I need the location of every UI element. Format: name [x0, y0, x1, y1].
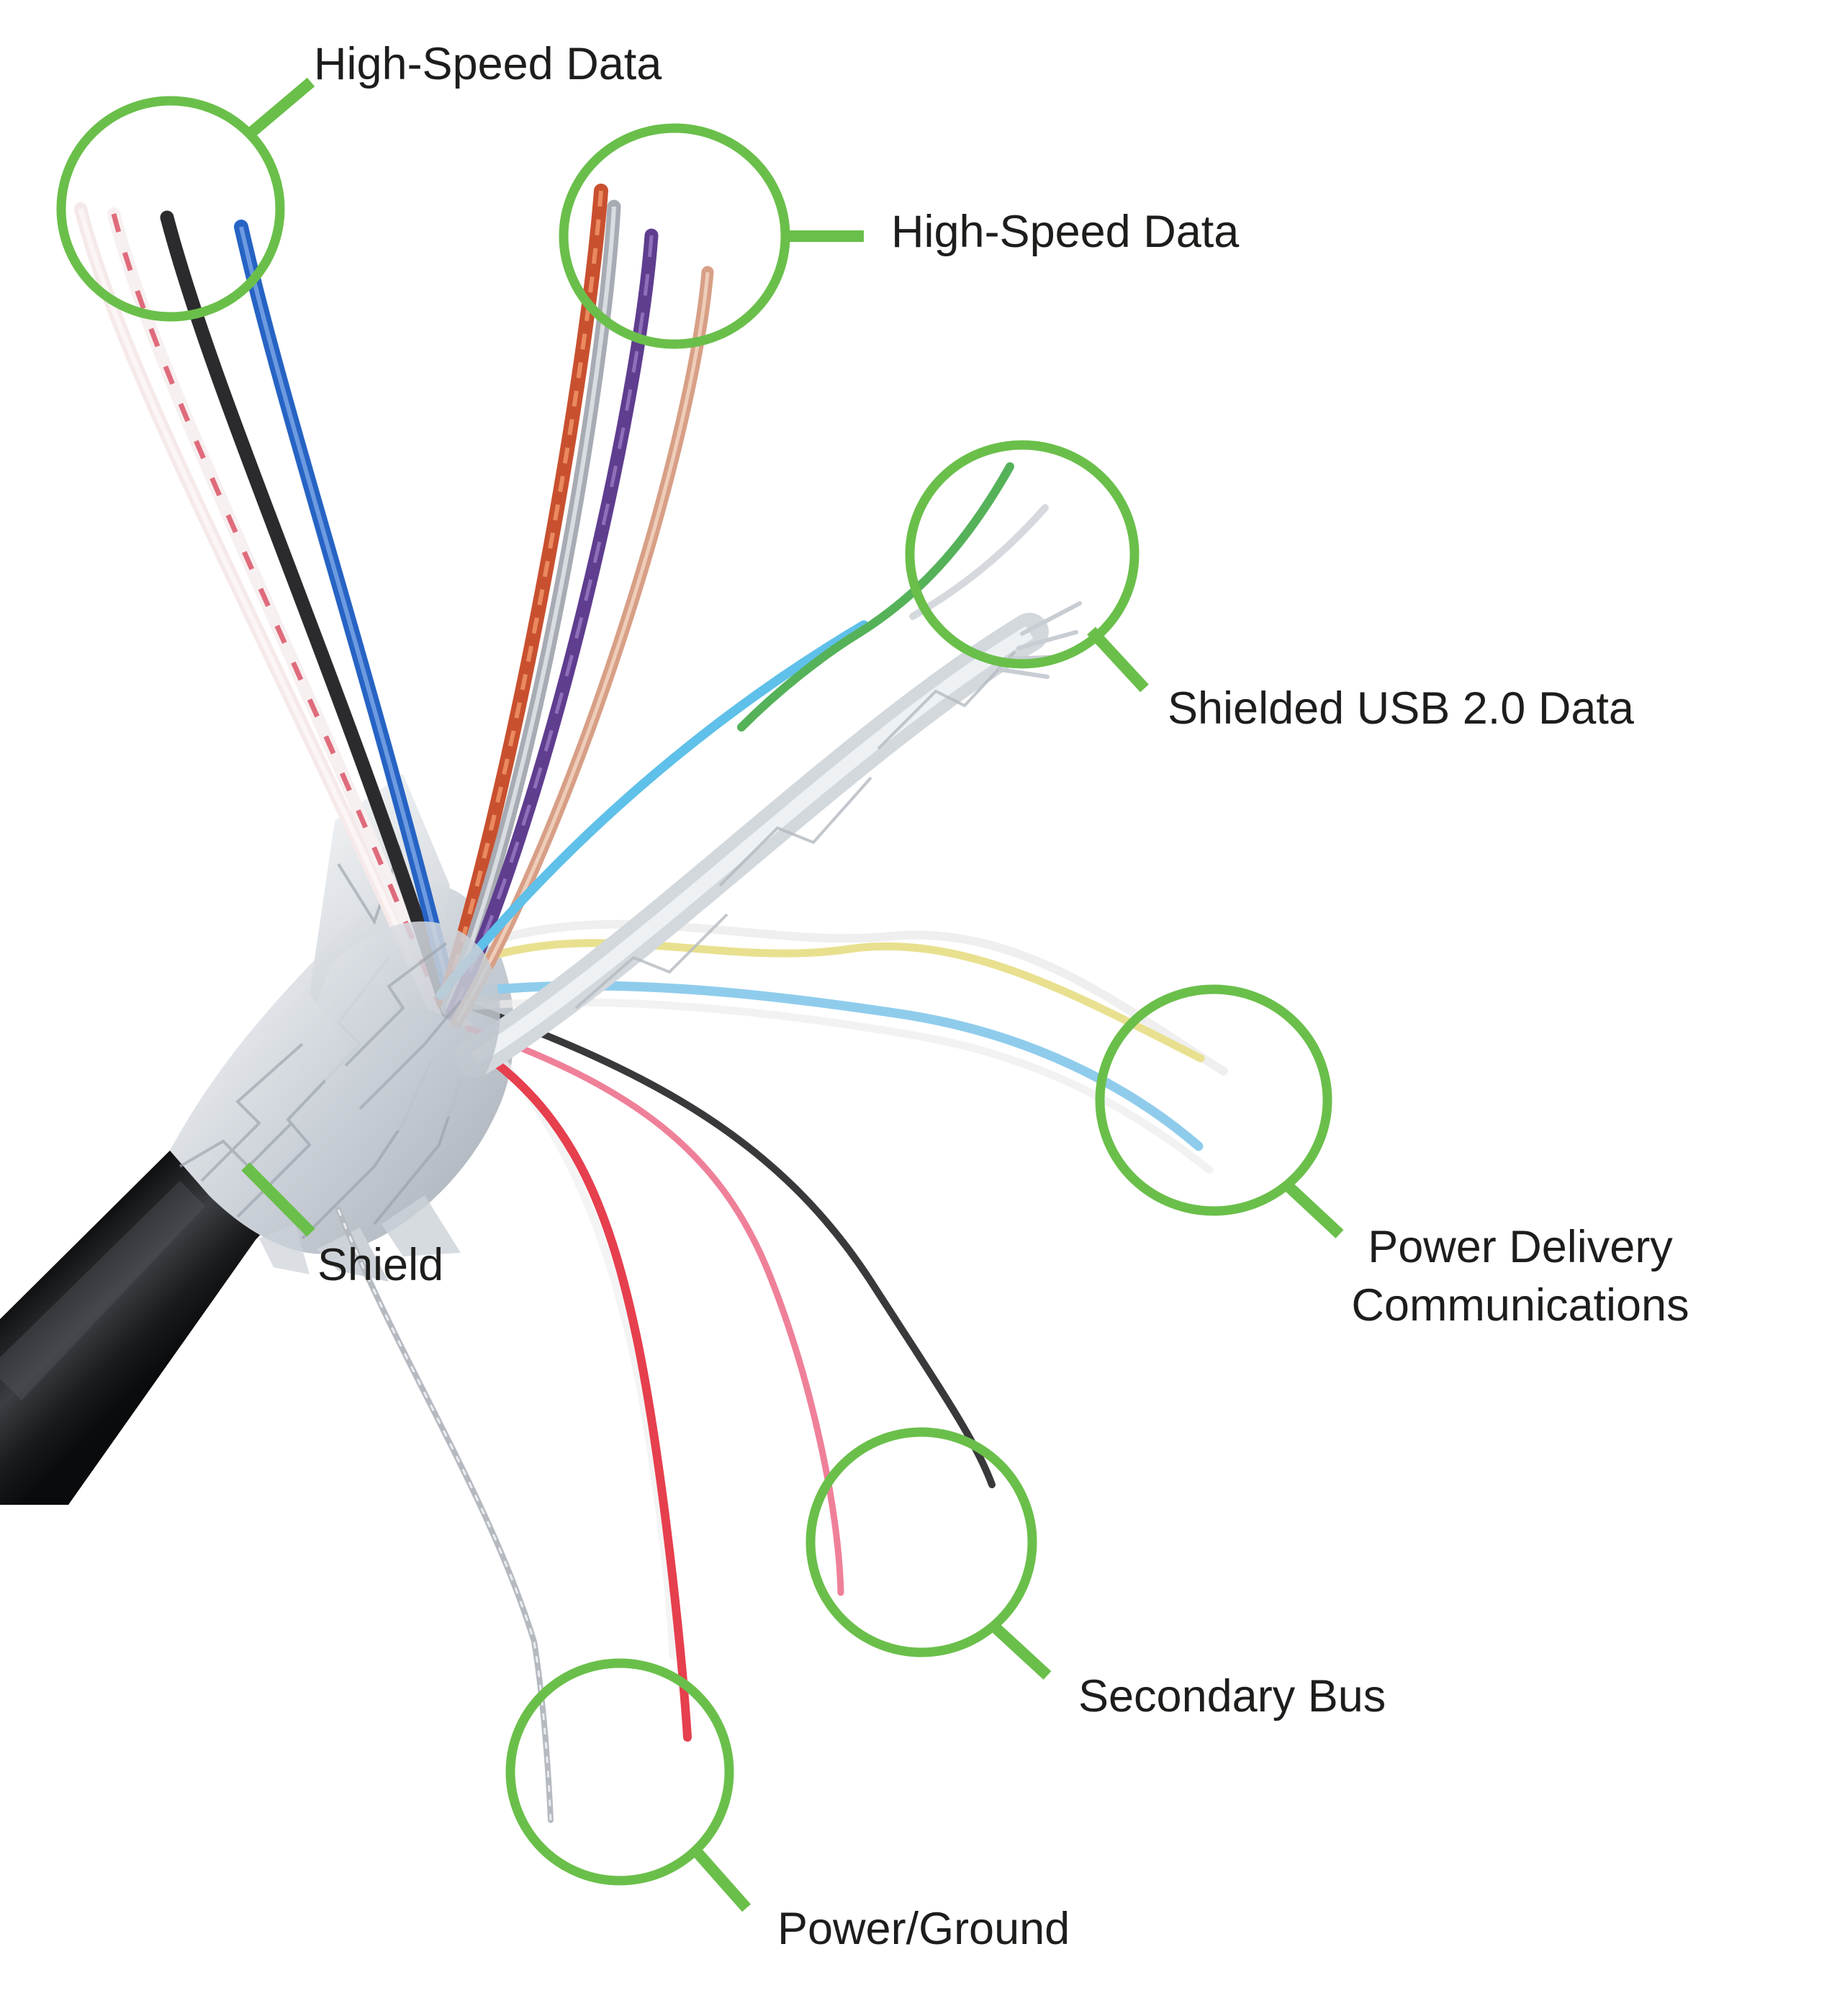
label-power-delivery-line2: Communications	[1351, 1280, 1689, 1331]
annotation-labels: High-Speed Data High-Speed Data Shielded…	[314, 39, 1689, 1954]
circle-power-delivery	[1095, 984, 1332, 1216]
label-shielded-usb2: Shielded USB 2.0 Data	[1168, 683, 1635, 734]
leader-shield	[241, 1162, 315, 1237]
circle-power-ground	[505, 1658, 734, 1886]
pale-white-pair-highlight	[78, 208, 435, 1006]
circle-high-speed-data-1	[56, 96, 285, 322]
silver-gray-highlight	[446, 206, 616, 1009]
foil-fray-strands	[998, 601, 1082, 679]
label-secondary-bus: Secondary Bus	[1078, 1671, 1386, 1722]
faint-white-right-wire-2	[464, 998, 1214, 1174]
yellow-pd-wire	[456, 939, 1205, 1063]
black-secondary-wire	[468, 1003, 996, 1488]
pink-secondary-wire	[464, 1025, 844, 1596]
cable-photo	[0, 184, 1228, 1823]
label-shield: Shield	[317, 1240, 443, 1290]
cyan-usb2-wire	[436, 620, 869, 1000]
circle-shielded-usb2	[905, 440, 1140, 669]
leader-high-speed-data-1	[246, 77, 315, 138]
black-pair-wire	[160, 210, 455, 1019]
copper-highlight	[455, 271, 710, 1022]
red-power-wire	[467, 1041, 692, 1742]
cable-jacket-sheen	[0, 1181, 205, 1400]
label-power-delivery-line1: Power Delivery	[1368, 1222, 1673, 1272]
label-high-speed-data-1: High-Speed Data	[314, 39, 662, 89]
leader-secondary-bus	[989, 1621, 1052, 1680]
label-high-speed-data-2: High-Speed Data	[891, 207, 1240, 257]
foil-usb2-tube-sheen	[471, 626, 1034, 1065]
label-power-ground: Power/Ground	[777, 1904, 1070, 1954]
green-usb2-wire	[737, 462, 1014, 732]
annotations	[56, 77, 1344, 1912]
leader-power-delivery	[1283, 1181, 1344, 1238]
silver-usb2-wire	[909, 504, 1049, 620]
foil-overlay-bundle	[315, 921, 500, 1131]
foil-tube-crinkles	[574, 650, 1016, 1009]
blue-pair-highlight	[239, 226, 457, 1014]
circle-secondary-bus	[806, 1427, 1037, 1657]
orange-red-texture	[442, 190, 603, 1003]
braided-drain-texture	[337, 1209, 552, 1821]
faint-white-right-wire-1	[460, 919, 1228, 1076]
leader-power-ground	[692, 1848, 751, 1912]
foil-overlay-crinkles	[344, 942, 462, 1110]
purple-texture	[450, 235, 654, 1015]
leader-shielded-usb2	[1087, 626, 1149, 693]
red-stripe-overlay	[111, 213, 443, 1009]
foil-shards	[259, 1195, 461, 1282]
cable-jacket	[0, 1137, 271, 1505]
